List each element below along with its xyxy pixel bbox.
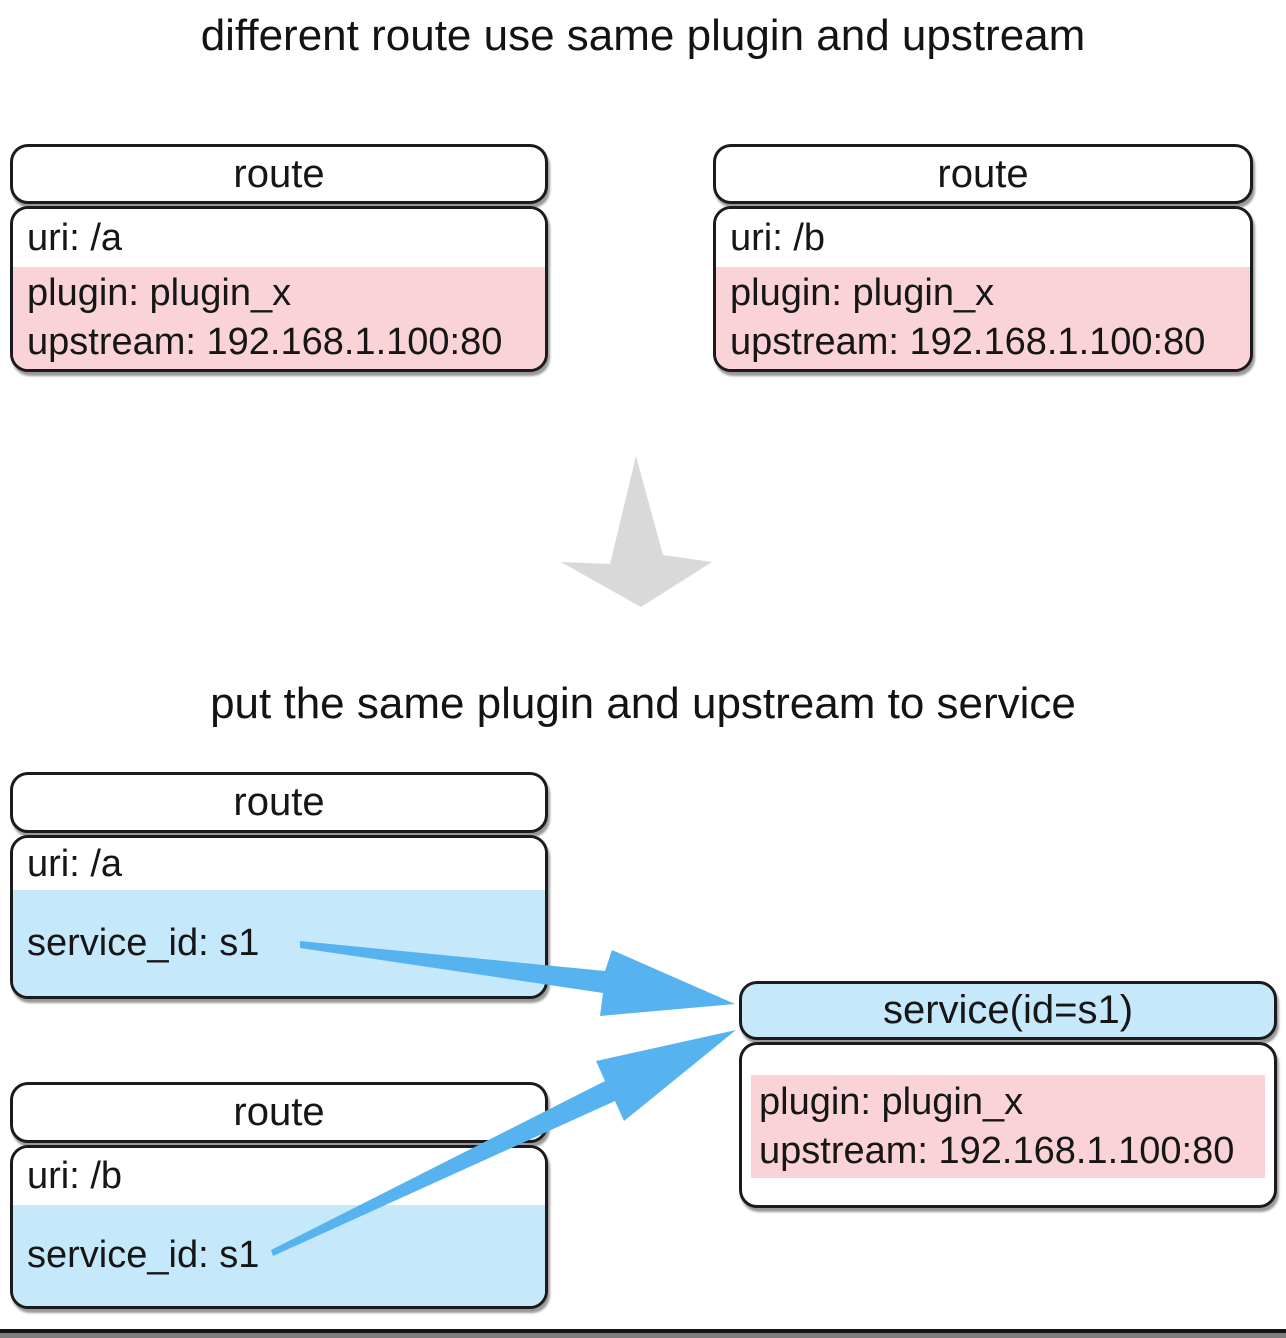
- route-a-upstream: upstream: 192.168.1.100:80: [27, 321, 503, 363]
- route-a2-header-label: route: [233, 780, 325, 824]
- route-a-uri: uri: /a: [13, 209, 545, 267]
- route-b2-uri: uri: /b: [13, 1148, 545, 1205]
- section2-title: put the same plugin and upstream to serv…: [210, 679, 1076, 728]
- route-a2-service-id: service_id: s1: [27, 921, 260, 964]
- route-b2-body: uri: /b service_id: s1: [10, 1145, 548, 1309]
- service-body: plugin: plugin_x upstream: 192.168.1.100…: [739, 1042, 1277, 1208]
- route-b-plugin: plugin: plugin_x: [730, 272, 995, 314]
- bottom-gray-strip: [0, 1333, 1286, 1338]
- route-b2-service-id: service_id: s1: [27, 1234, 260, 1276]
- route-a-header: route: [10, 144, 548, 204]
- route-a2-box: route uri: /a service_id: s1: [10, 772, 548, 999]
- route-b-upstream: upstream: 192.168.1.100:80: [730, 321, 1206, 363]
- route-a-body: uri: /a plugin: plugin_x upstream: 192.1…: [10, 206, 548, 372]
- route-a-box: route uri: /a plugin: plugin_x upstream:…: [10, 144, 548, 372]
- bottom-border-line: [0, 1329, 1286, 1333]
- route-b2-header: route: [10, 1082, 548, 1143]
- route-a2-body: uri: /a service_id: s1: [10, 835, 548, 999]
- service-header-label: service(id=s1): [882, 988, 1134, 1032]
- route-b2-service-id-section: service_id: s1: [13, 1205, 545, 1306]
- route-a-plugin-upstream-section: plugin: plugin_x upstream: 192.168.1.100…: [13, 267, 545, 369]
- service-header: service(id=s1): [739, 981, 1277, 1040]
- section1-title: different route use same plugin and upst…: [200, 11, 1086, 60]
- route-a-header-label: route: [233, 151, 325, 196]
- service-upstream: upstream: 192.168.1.100:80: [759, 1129, 1235, 1172]
- route-b-plugin-upstream-section: plugin: plugin_x upstream: 192.168.1.100…: [716, 267, 1250, 369]
- route-a2-header: route: [10, 772, 548, 833]
- route-b-body: uri: /b plugin: plugin_x upstream: 192.1…: [713, 206, 1253, 372]
- route-b2-header-label: route: [233, 1090, 325, 1134]
- route-b-box: route uri: /b plugin: plugin_x upstream:…: [713, 144, 1253, 372]
- route-b-header-label: route: [937, 151, 1029, 196]
- route-b-uri: uri: /b: [716, 209, 1250, 267]
- route-b2-box: route uri: /b service_id: s1: [10, 1082, 548, 1309]
- service-box: service(id=s1) plugin: plugin_x upstream…: [739, 981, 1277, 1208]
- service-plugin-upstream-section: plugin: plugin_x upstream: 192.168.1.100…: [751, 1075, 1265, 1178]
- service-plugin: plugin: plugin_x: [759, 1080, 1024, 1123]
- route-b-header: route: [713, 144, 1253, 204]
- route-a2-uri: uri: /a: [13, 838, 545, 890]
- route-a2-service-id-section: service_id: s1: [13, 890, 545, 996]
- route-a-plugin: plugin: plugin_x: [27, 272, 292, 314]
- down-arrow-icon: [561, 456, 712, 607]
